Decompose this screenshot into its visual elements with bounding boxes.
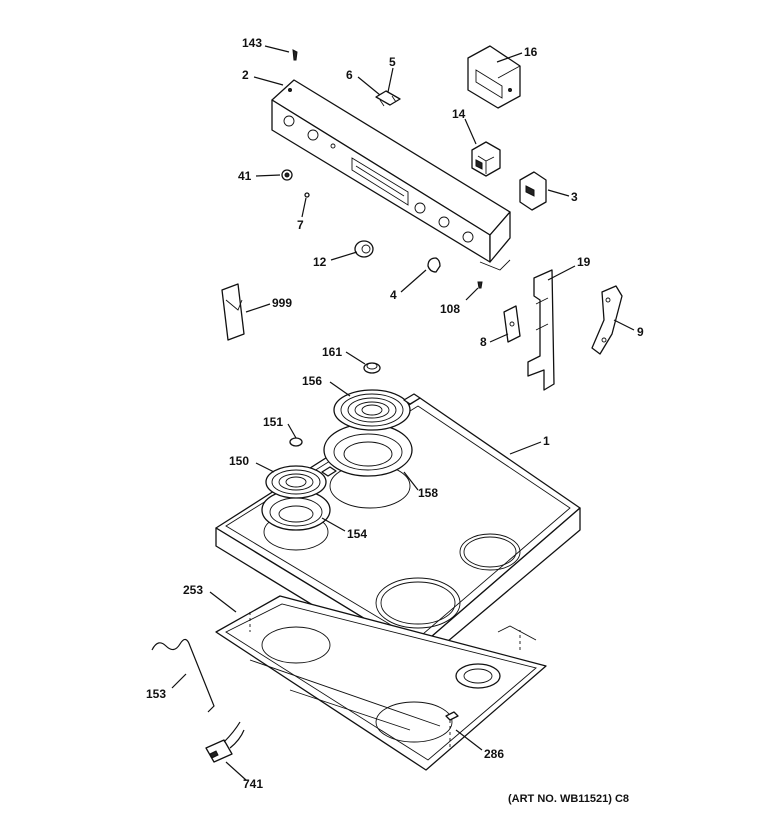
display-clock-part-16 — [467, 45, 521, 109]
screw-part-7 — [304, 192, 310, 198]
receptacle-part-161 — [363, 362, 381, 374]
bracket-part-9 — [591, 285, 623, 355]
callout-161: 161 — [322, 345, 342, 359]
callout-3: 3 — [571, 190, 578, 204]
bracket-part-8 — [503, 305, 521, 343]
callout-7: 7 — [297, 218, 304, 232]
callout-151: 151 — [263, 415, 283, 429]
callout-2: 2 — [242, 68, 249, 82]
terminal-block-741 — [205, 721, 245, 763]
screw-part-108 — [477, 281, 483, 289]
callout-253: 253 — [183, 583, 203, 597]
callout-143: 143 — [242, 36, 262, 50]
leader-lines — [171, 45, 635, 781]
large-drip-pan-158 — [323, 423, 413, 477]
callout-12: 12 — [313, 255, 327, 269]
callout-16: 16 — [524, 45, 538, 59]
large-surface-element-156 — [333, 389, 421, 431]
callout-286: 286 — [484, 747, 504, 761]
switch-part-14 — [471, 141, 501, 177]
knob-part-4 — [427, 257, 441, 273]
callout-108: 108 — [440, 302, 460, 316]
callout-154: 154 — [347, 527, 367, 541]
callout-741: 741 — [243, 777, 263, 791]
callout-153: 153 — [146, 687, 166, 701]
callout-5: 5 — [389, 55, 396, 69]
literature-part-999 — [221, 283, 245, 341]
knob-part-41 — [281, 169, 293, 181]
callout-999: 999 — [272, 296, 292, 310]
knob-part-12 — [354, 240, 374, 258]
screw-part-143 — [292, 49, 298, 61]
callout-labels: 143 2 6 5 16 14 3 41 7 12 4 108 19 8 9 9… — [146, 36, 644, 805]
callout-8: 8 — [480, 335, 487, 349]
switch-part-3 — [519, 171, 547, 211]
clip-part-286 — [445, 711, 459, 750]
art-number: (ART NO. WB11521) C8 — [508, 793, 629, 805]
callout-14: 14 — [452, 107, 466, 121]
callout-1: 1 — [543, 434, 550, 448]
callout-4: 4 — [390, 288, 397, 302]
clip-parts-5-6 — [375, 90, 401, 107]
callout-41: 41 — [238, 169, 252, 183]
callout-19: 19 — [577, 255, 591, 269]
callout-9: 9 — [637, 325, 644, 339]
callout-158: 158 — [418, 486, 438, 500]
small-surface-element-150 — [265, 465, 337, 499]
callout-6: 6 — [346, 68, 353, 82]
burner-box-253 — [215, 595, 547, 771]
bracket-part-19 — [527, 269, 555, 391]
callout-150: 150 — [229, 454, 249, 468]
control-panel — [271, 79, 511, 271]
callout-156: 156 — [302, 374, 322, 388]
receptacle-part-151 — [289, 437, 303, 447]
wire-harness-153 — [151, 638, 215, 713]
